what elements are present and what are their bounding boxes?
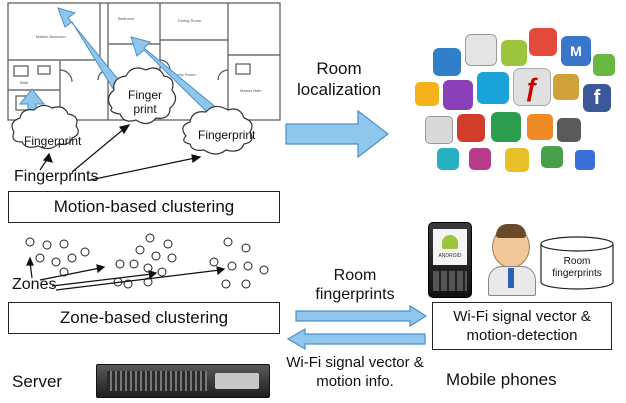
user-avatar-icon (488, 222, 536, 296)
room-label: Bath (20, 80, 28, 85)
avatar-tie (508, 268, 514, 288)
app-icon (529, 28, 557, 56)
zone-clustering-box: Zone-based clustering (8, 302, 280, 334)
room-label: Master Bedroom (36, 34, 66, 39)
app-icon (541, 146, 563, 168)
app-icon (469, 148, 491, 170)
app-icon (575, 150, 595, 170)
app-icon (437, 148, 459, 170)
app-icons-collage: M ƒ f (405, 18, 617, 178)
arrow-cloud-middle-up (57, 7, 127, 96)
android-phone-icon: ANDROID (428, 222, 472, 298)
cloud-right-label: Fingerprint (198, 128, 256, 142)
app-icon (477, 72, 509, 104)
zone-dots (25, 233, 269, 289)
server-icon (96, 364, 270, 398)
room-label: Family Room (172, 72, 196, 77)
arrow-wifi-motion-info (286, 327, 426, 351)
motion-clustering-label: Motion-based clustering (53, 197, 235, 216)
app-icon (491, 112, 521, 142)
app-icon (433, 48, 461, 76)
motion-clustering-box: Motion-based clustering (8, 191, 280, 223)
room-localization-label: Room localization (296, 59, 382, 99)
cloud-middle-label: Finger print (127, 88, 162, 116)
server-vent (107, 371, 207, 391)
avatar-hair (496, 224, 526, 238)
app-icon (505, 148, 529, 172)
wifi-motion-detection-box: Wi-Fi signal vector & motion-detection (432, 302, 612, 350)
zone-clustering-label: Zone-based clustering (59, 308, 229, 327)
server-panel (215, 373, 259, 389)
cloud-left-label: Fingerprint (24, 134, 82, 148)
mobile-phones-label: Mobile phones (446, 370, 557, 389)
room-label: Master Bath (240, 88, 262, 93)
cloud-right (182, 105, 253, 155)
database-icon (540, 236, 614, 290)
server-label: Server (12, 372, 63, 391)
arrow-room-localization (285, 109, 389, 159)
room-label: Dining Room (178, 18, 202, 23)
cloud-middle (107, 67, 177, 125)
room-label: Bedroom (118, 16, 135, 21)
phone-brand-text: ANDROID (438, 253, 462, 259)
fingerprints-label: Fingerprints (14, 168, 99, 185)
android-app-icon (501, 40, 527, 66)
app-icon (593, 54, 615, 76)
app-icon (465, 34, 497, 66)
flash-app-icon: ƒ (513, 68, 551, 106)
database-label: Room fingerprints (552, 256, 602, 279)
wifi-motion-detection-label: Wi-Fi signal vector & motion-detection (453, 308, 591, 344)
wifi-motion-info-label: Wi-Fi signal vector & motion info. (286, 354, 424, 390)
app-icon (443, 80, 473, 110)
facebook-app-icon: f (583, 84, 611, 112)
zones-label: Zones (12, 276, 57, 293)
phone-keypad (433, 271, 467, 291)
cloud-left (11, 104, 79, 150)
app-icon (415, 82, 439, 106)
room-fingerprints-arrow-label: Room fingerprints (315, 267, 395, 303)
app-icon (457, 114, 485, 142)
phone-screen: ANDROID (433, 229, 467, 265)
app-icon (425, 116, 453, 144)
app-icon (557, 118, 581, 142)
arrow-cloud-right-up (130, 36, 219, 114)
app-icon (527, 114, 553, 140)
app-icon (553, 74, 579, 100)
app-icon: M (561, 36, 591, 66)
android-robot-icon (442, 235, 458, 249)
arrow-room-fingerprints (295, 304, 428, 328)
